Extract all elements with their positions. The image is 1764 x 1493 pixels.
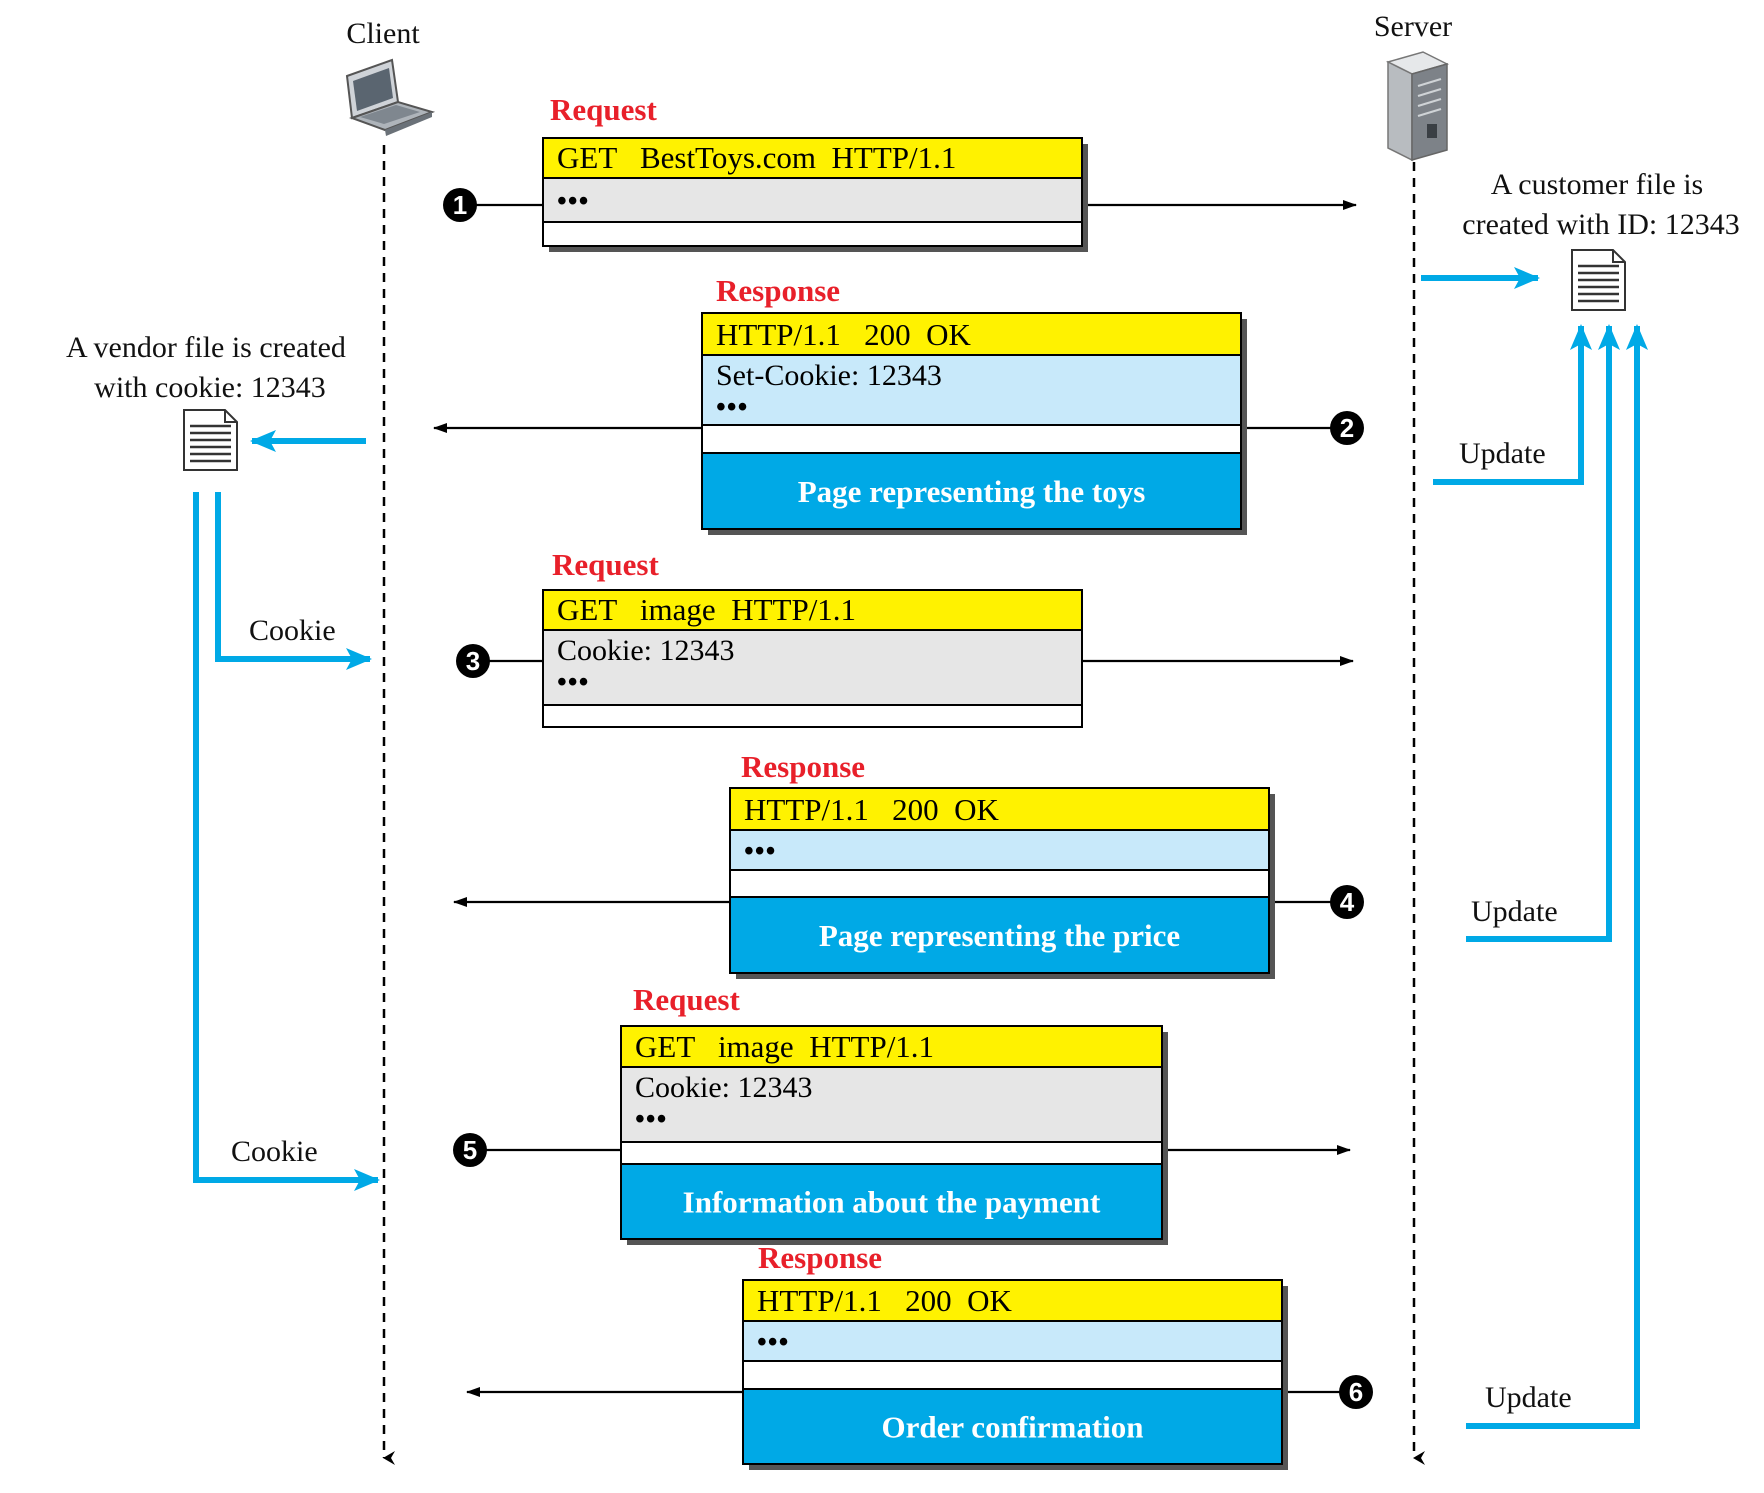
start-line-row (742, 1279, 1283, 1322)
server-tower-icon (1385, 51, 1450, 162)
message-5-request: Information about the payment RequestGET … (453, 982, 1351, 1245)
start-line-text: GET image HTTP/1.1 (635, 1029, 934, 1064)
vendor-file-document-icon (183, 409, 238, 471)
start-line-row (542, 137, 1083, 179)
header-fields-row (542, 629, 1083, 706)
header-field-text: Cookie: 12343 (635, 1071, 813, 1104)
start-line-text: HTTP/1.1 200 OK (757, 1283, 1013, 1318)
body-text: Page representing the price (819, 918, 1180, 953)
blank-line-row (542, 221, 1083, 247)
vendor-file-note-line1: A vendor file is created (66, 331, 346, 364)
step-number: 1 (453, 190, 467, 220)
message-kind-label: Response (716, 273, 840, 308)
laptop-icon (345, 58, 436, 136)
message-kind-label: Response (758, 1240, 882, 1275)
start-line-row (542, 589, 1083, 631)
update-label-3: Update (1485, 1381, 1572, 1414)
step-badge-3 (456, 644, 490, 678)
body-row (701, 452, 1242, 530)
step-badge-6 (1339, 1375, 1373, 1409)
ellipsis-dots: ••• (716, 392, 748, 423)
step-badge-4 (1330, 885, 1364, 919)
step-badge-2 (1330, 411, 1364, 445)
ellipsis-dots: ••• (744, 836, 776, 867)
body-text: Page representing the toys (798, 474, 1146, 509)
message-kind-label: Request (633, 982, 740, 1017)
customer-file-note-line2: created with ID: 12343 (1462, 208, 1739, 241)
start-line-row (701, 312, 1242, 356)
message-2-response: Page representing the toys ResponseHTTP/1… (433, 273, 1364, 535)
step-number: 5 (463, 1135, 477, 1165)
message-kind-label: Request (552, 547, 659, 582)
blank-line-row (742, 1360, 1283, 1390)
message-kind-label: Response (741, 749, 865, 784)
client-label: Client (346, 17, 420, 50)
header-fields-row (701, 354, 1242, 426)
header-field-text: Set-Cookie: 12343 (716, 359, 942, 392)
cookie-flow-arrow-2 (193, 492, 380, 1191)
start-line-text: GET BestToys.com HTTP/1.1 (557, 140, 956, 175)
update-flow-arrow-2 (1466, 324, 1620, 942)
body-text: Information about the payment (683, 1185, 1101, 1220)
body-text: Order confirmation (881, 1410, 1143, 1445)
blank-line-row (729, 869, 1270, 898)
update-label-2: Update (1471, 895, 1558, 928)
header-field-text: Cookie: 12343 (557, 634, 735, 667)
step-number: 2 (1340, 413, 1354, 443)
cookie-label-2: Cookie (231, 1135, 318, 1168)
step-badge-1 (443, 188, 477, 222)
customer-file-note-line1: A customer file is (1491, 168, 1703, 201)
cookie-flow-arrow-1 (215, 492, 372, 670)
message-4-response: Page representing the price ResponseHTTP/… (453, 749, 1364, 979)
header-fields-row (729, 829, 1270, 871)
start-line-row (729, 787, 1270, 831)
step-number: 6 (1349, 1377, 1363, 1407)
update-flow-arrow-3 (1466, 324, 1648, 1429)
update-flow-arrow-1 (1433, 324, 1592, 485)
ellipsis-dots: ••• (557, 186, 589, 217)
step-number: 4 (1340, 887, 1355, 917)
vendor-file-note-line2: with cookie: 12343 (94, 371, 326, 404)
blank-line-row (620, 1141, 1163, 1165)
customer-file-document-icon (1571, 249, 1626, 311)
ellipsis-dots: ••• (635, 1104, 667, 1135)
start-line-text: GET image HTTP/1.1 (557, 592, 856, 627)
server-label: Server (1374, 10, 1452, 43)
start-line-text: HTTP/1.1 200 OK (744, 792, 1000, 827)
blank-line-row (542, 704, 1083, 728)
message-kind-label: Request (550, 92, 657, 127)
start-line-text: HTTP/1.1 200 OK (716, 317, 972, 352)
body-row (620, 1163, 1163, 1240)
body-row (742, 1388, 1283, 1465)
step-number: 3 (466, 646, 480, 676)
update-label-1: Update (1459, 437, 1546, 470)
cookie-label-1: Cookie (249, 614, 336, 647)
start-line-row (620, 1025, 1163, 1068)
ellipsis-dots: ••• (557, 667, 589, 698)
step-badge-5 (453, 1133, 487, 1167)
header-fields-row (542, 177, 1083, 223)
ellipsis-dots: ••• (757, 1327, 789, 1358)
body-row (729, 896, 1270, 974)
header-fields-row (620, 1066, 1163, 1143)
header-fields-row (742, 1320, 1283, 1362)
blank-line-row (701, 424, 1242, 454)
